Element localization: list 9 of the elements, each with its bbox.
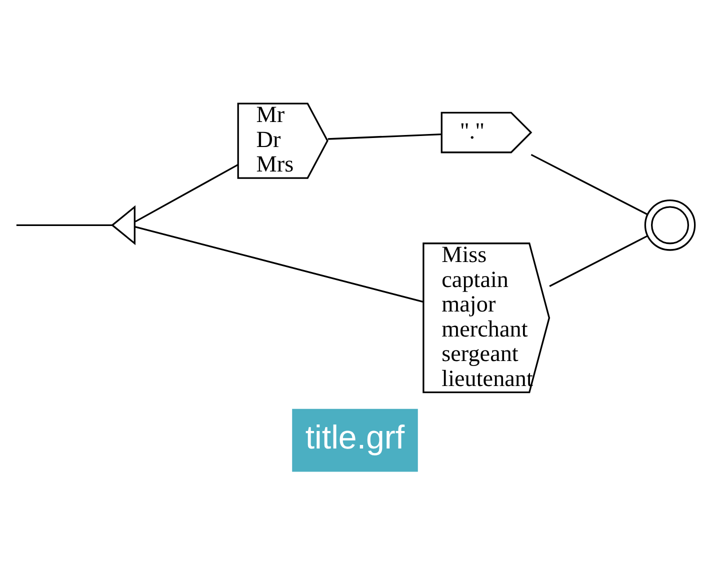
connector — [134, 225, 424, 302]
connector — [16, 224, 112, 226]
node-triangle — [111, 204, 136, 245]
caption: title.grf — [305, 419, 405, 456]
connector — [530, 153, 648, 215]
connector — [135, 164, 238, 222]
connector — [328, 132, 442, 140]
node-circle — [644, 199, 696, 250]
connector — [549, 234, 648, 286]
